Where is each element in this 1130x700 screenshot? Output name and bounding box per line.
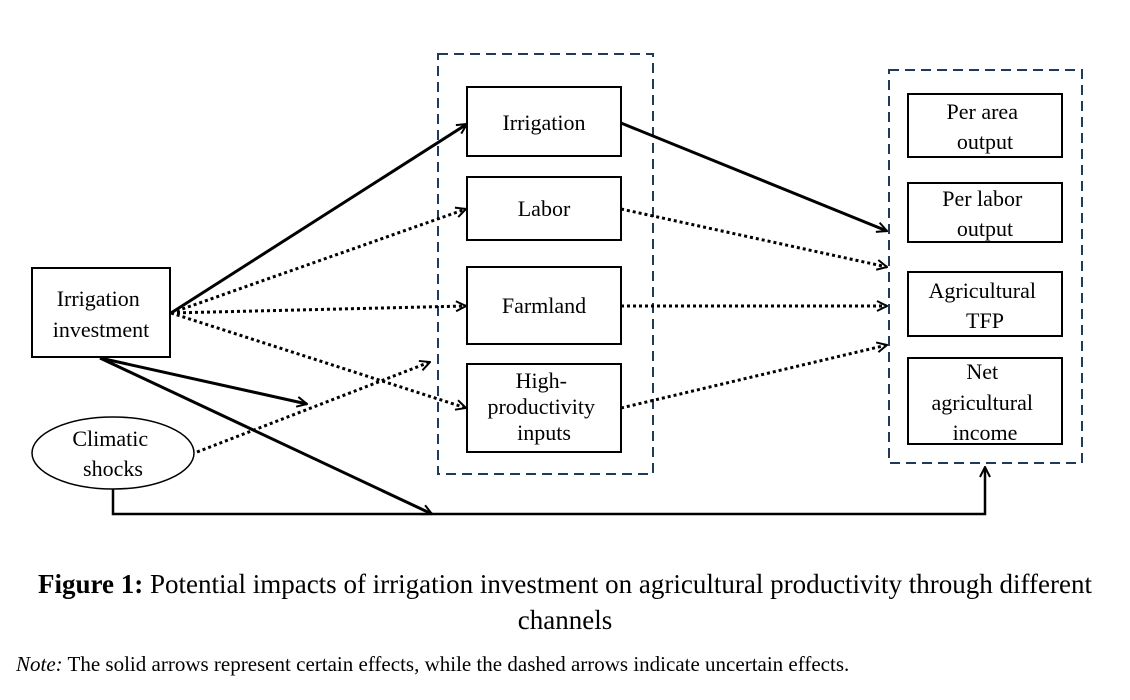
node-labor-label: Labor: [518, 196, 571, 221]
node-agricultural-tfp: [907, 271, 1063, 337]
arrow-irrigation-to-outcomes: [620, 121, 887, 231]
channels-group-box: [437, 53, 654, 475]
node-farmland: [466, 266, 622, 345]
arrow-shocks-to-outcomes: [111, 467, 985, 516]
node-climatic-shocks: [31, 416, 195, 490]
node-irrigation: [466, 86, 622, 157]
figure-note: Note: The solid arrows represent certain…: [16, 652, 1116, 677]
node-farmland-label: Farmland: [502, 293, 586, 318]
node-per-area-output: [907, 93, 1063, 158]
channel-diagram: Irrigation investment Climatic shocks Ir…: [31, 53, 1083, 516]
arrow-investment-to-labor: [170, 209, 466, 315]
arrow-inputs-to-outcomes: [620, 345, 887, 410]
node-climatic-shocks-label: Climatic shocks: [72, 426, 153, 481]
node-net-agricultural-income-label: Net agricultural income: [932, 359, 1039, 445]
arrow-investment-to-farmland: [170, 306, 466, 315]
node-labor: [466, 176, 622, 241]
node-irrigation-investment-label: Irrigation investment: [53, 286, 150, 342]
figure-caption: Figure 1: Potential impacts of irrigatio…: [0, 566, 1130, 638]
outcomes-group-box: [888, 69, 1083, 464]
node-high-productivity-inputs: [466, 363, 622, 453]
arrow-investment-interaction: [99, 356, 307, 404]
figure-label: Figure 1:: [37, 569, 144, 599]
node-irrigation-label: Irrigation: [502, 110, 585, 135]
arrow-labor-to-outcomes: [620, 207, 887, 267]
node-per-labor-output-label: Per labor output: [942, 186, 1028, 241]
node-high-productivity-inputs-label: High- productivity inputs: [487, 368, 600, 445]
note-text: The solid arrows represent certain effec…: [67, 652, 850, 676]
node-irrigation-investment: [31, 267, 171, 358]
arrow-investment-to-outcomes: [99, 356, 432, 516]
node-per-labor-output: [907, 182, 1063, 243]
arrow-investment-to-inputs: [170, 311, 466, 408]
node-agricultural-tfp-label: Agricultural TFP: [928, 278, 1041, 333]
arrow-investment-to-irrigation: [170, 122, 467, 315]
figure-caption-text: Potential impacts of irrigation investme…: [149, 569, 1093, 635]
arrow-shocks-to-channels: [196, 362, 430, 454]
note-label: Note:: [16, 652, 63, 676]
node-per-area-output-label: Per area output: [947, 99, 1024, 154]
node-net-agricultural-income: [907, 357, 1063, 445]
